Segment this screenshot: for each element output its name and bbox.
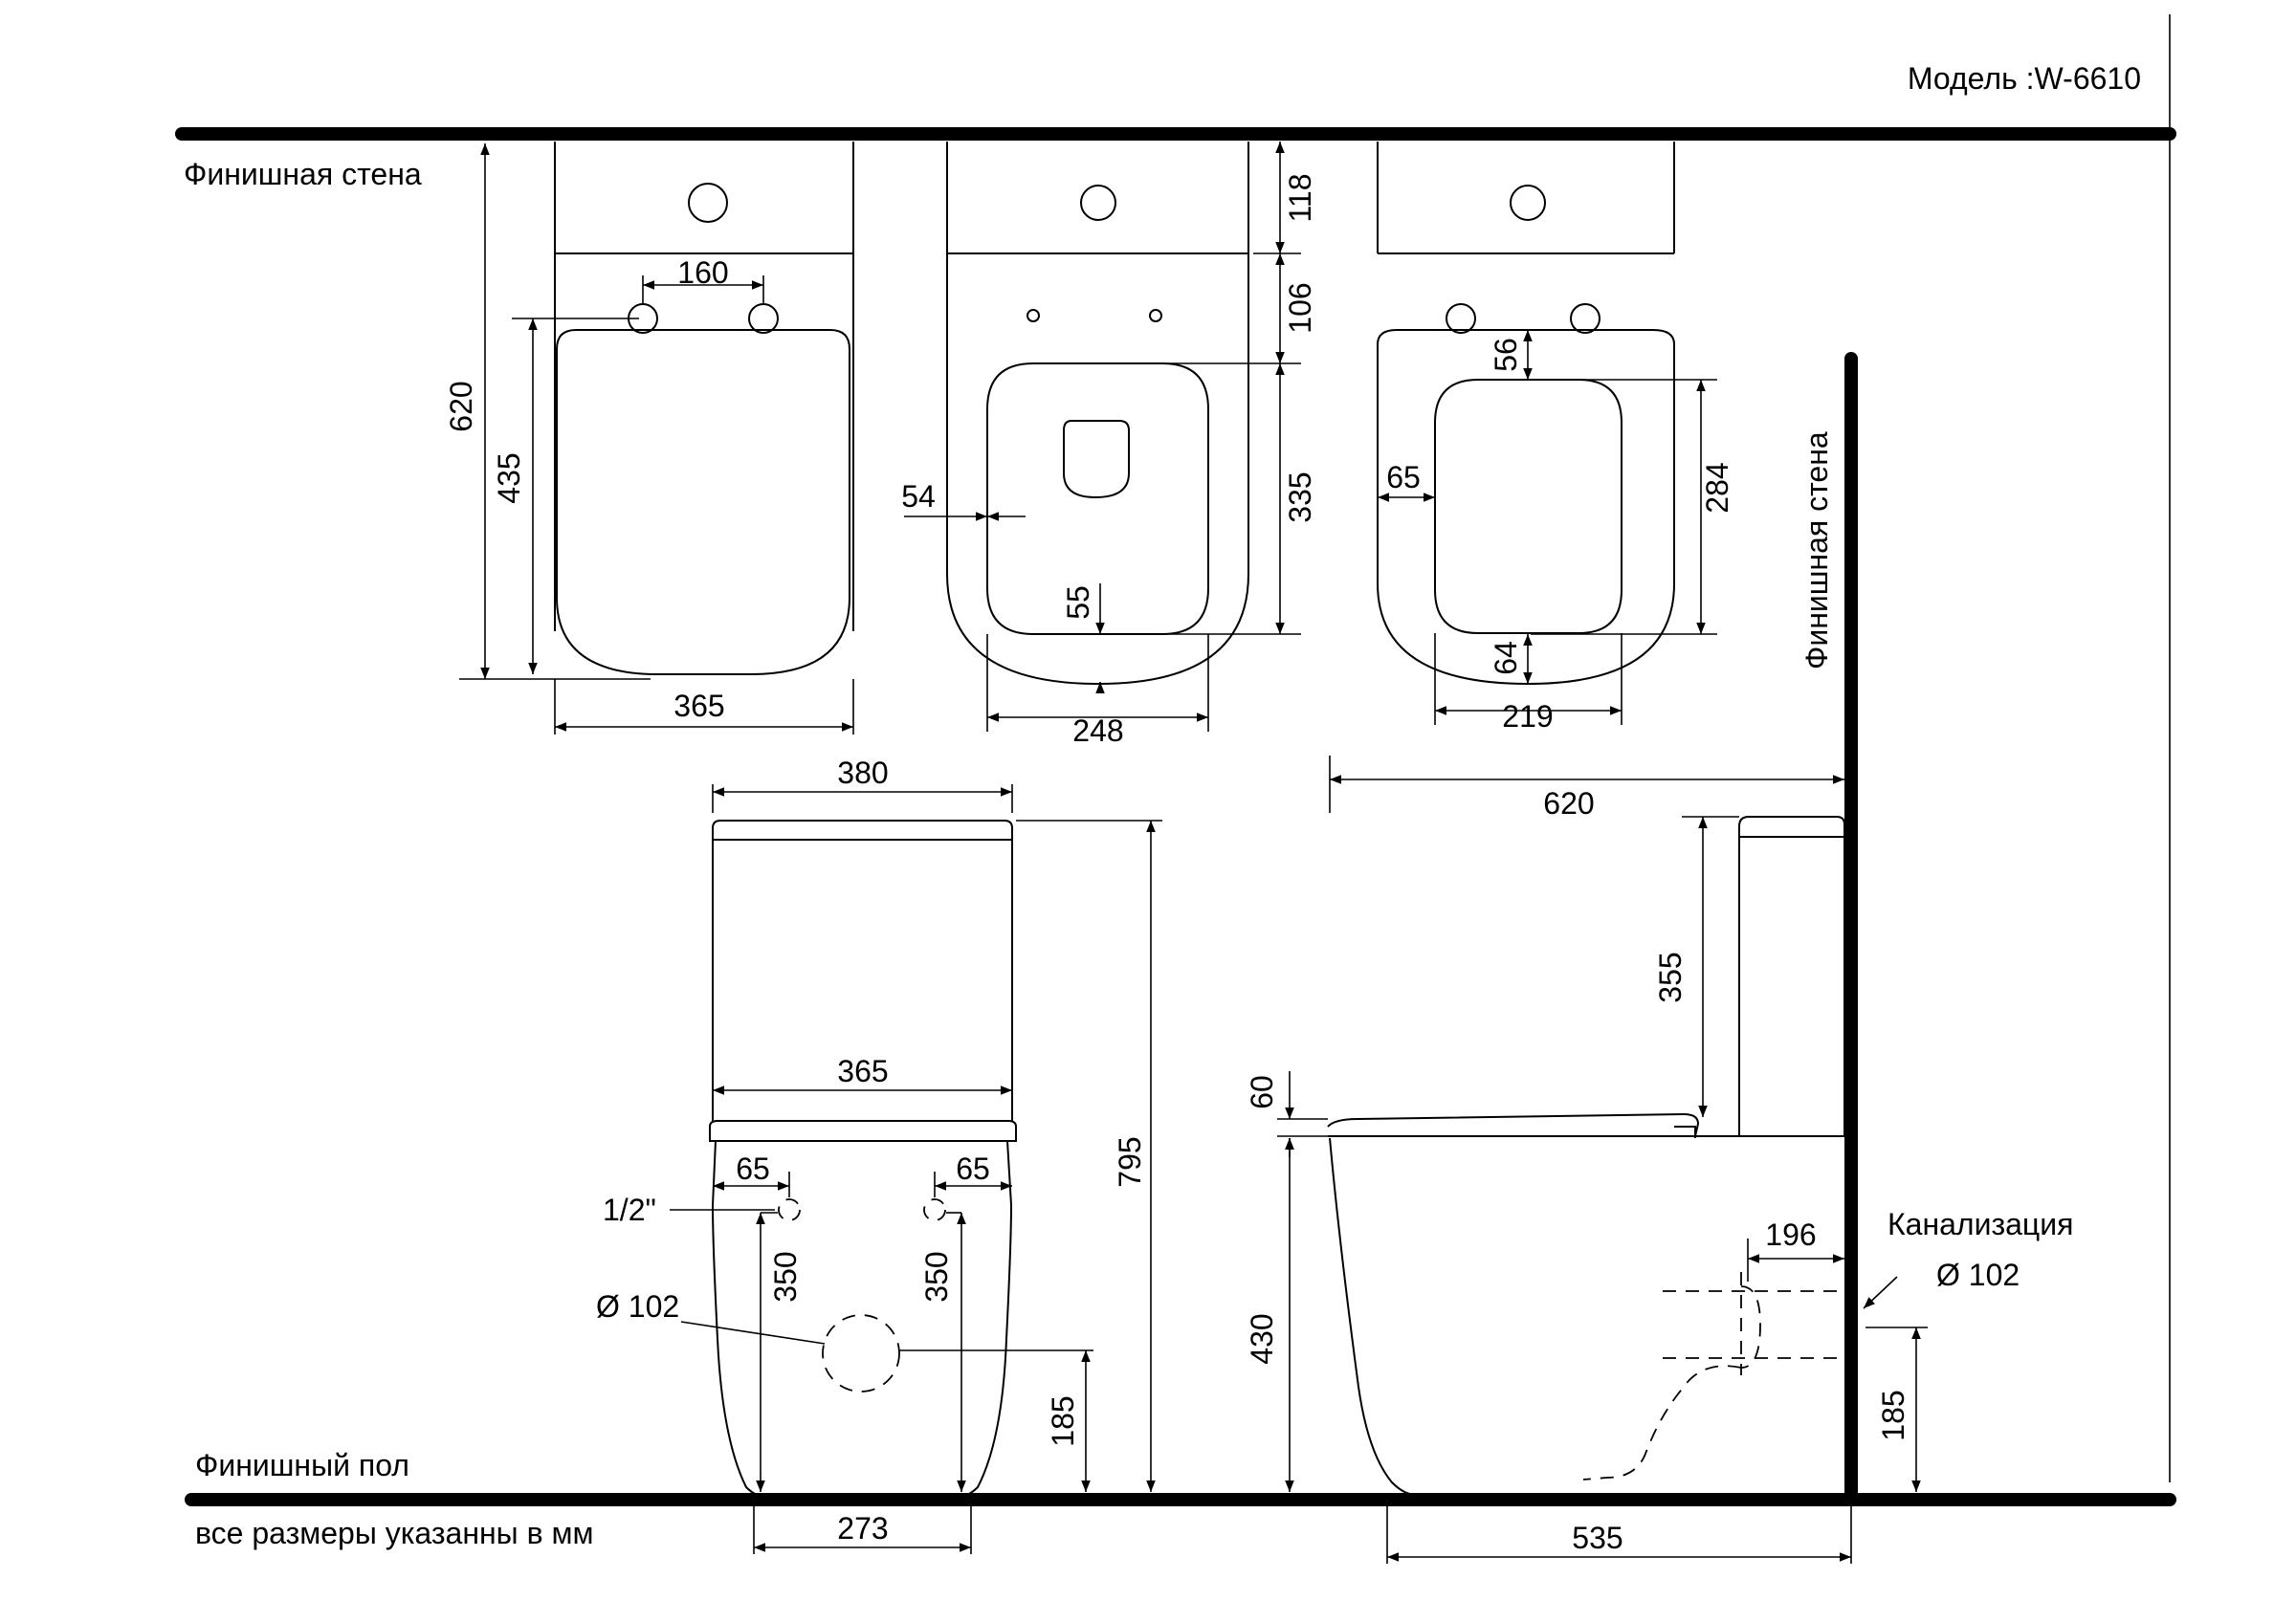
water-inlet-label: 1/2" [603,1193,656,1227]
dim-top3-64: 64 [1489,641,1523,675]
top-view-3-dimensions [1378,330,1717,725]
top-view-seat-closed [554,142,854,675]
dim-front-795: 795 [1113,1136,1147,1187]
finish-floor-label: Финишный пол [195,1448,409,1482]
all-dims-note: все размеры указанны в мм [195,1516,593,1550]
dim-side-196: 196 [1765,1217,1816,1252]
dim-top3-56: 56 [1489,338,1523,372]
finish-wall-vertical-label: Финишная стена [1799,431,1834,669]
dim-top2-54: 54 [901,479,936,514]
dim-front-350-left: 350 [768,1251,803,1302]
dim-top1-365: 365 [673,689,724,723]
model-label: Модель :W-6610 [1908,61,2141,96]
dim-front-185: 185 [1046,1395,1080,1446]
dim-top3-65: 65 [1386,460,1421,494]
dim-side-60: 60 [1245,1075,1279,1109]
sewer-diameter-label: Ø 102 [1936,1258,2020,1292]
sewer-label: Канализация [1888,1207,2073,1241]
dim-side-535: 535 [1572,1521,1623,1555]
dim-top2-335: 335 [1283,472,1317,522]
top-view-1-dimensions [459,143,854,735]
dim-top3-219: 219 [1502,699,1553,734]
dim-top2-55: 55 [1061,585,1095,620]
dim-side-355: 355 [1653,952,1688,1002]
dim-top2-106: 106 [1283,282,1317,333]
side-view-dimensions [1277,756,1928,1564]
top-view-seat-removed [946,142,1249,686]
dim-top1-160: 160 [677,255,728,290]
dim-front-65-left: 65 [736,1151,770,1186]
dim-side-620: 620 [1543,786,1594,821]
dim-front-273: 273 [837,1511,888,1546]
top-view-bowl-ring [1377,142,1675,686]
dim-top3-284: 284 [1700,462,1734,513]
top-view-2-dimensions [904,142,1301,732]
front-view-dimensions [670,784,1162,1554]
dim-front-350-right: 350 [919,1251,954,1302]
dim-top2-118: 118 [1283,173,1317,222]
dim-front-65-right: 65 [956,1151,990,1186]
dim-front-380: 380 [837,756,888,790]
drain-diameter-label: Ø 102 [596,1289,679,1324]
dim-top1-435: 435 [492,452,526,503]
front-view [709,820,1017,1498]
finish-wall-label: Финишная стена [184,157,422,191]
dim-side-430: 430 [1245,1313,1279,1364]
dim-side-185: 185 [1876,1390,1910,1440]
dim-front-365: 365 [837,1054,888,1088]
side-view [1327,816,1845,1496]
dim-top2-248: 248 [1072,713,1123,748]
dim-top1-620: 620 [444,381,478,431]
